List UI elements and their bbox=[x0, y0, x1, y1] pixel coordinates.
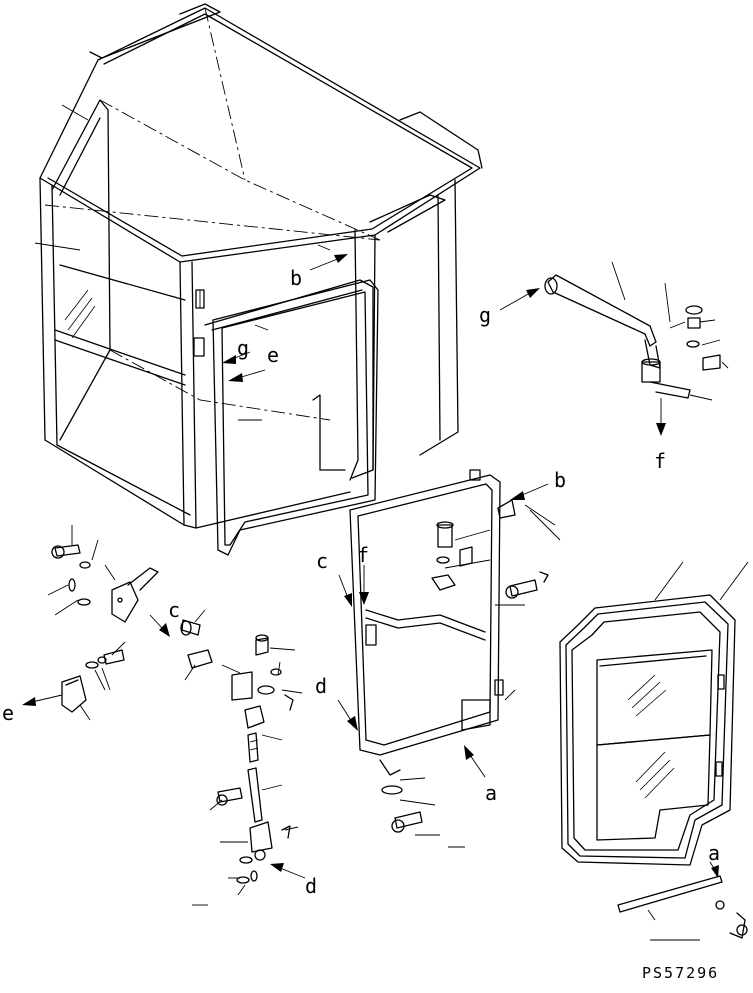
latch-hardware bbox=[47, 525, 303, 906]
direction-arrows bbox=[22, 254, 719, 879]
callout-d-door: d bbox=[315, 674, 327, 698]
callout-b-cab: b bbox=[290, 266, 302, 290]
callout-g-handle: g bbox=[479, 303, 491, 327]
hinge-rod bbox=[617, 875, 748, 941]
callout-g-cab: g bbox=[237, 336, 249, 360]
callout-d-hinge: d bbox=[305, 874, 317, 898]
side-window-panel bbox=[559, 561, 749, 866]
callout-c-door: c bbox=[316, 549, 328, 573]
handle-assembly bbox=[544, 261, 729, 401]
callout-b-door: b bbox=[554, 468, 566, 492]
drawing-code: PS57296 bbox=[642, 964, 719, 982]
callout-e-cab: e bbox=[267, 343, 279, 367]
callout-f-handle: f bbox=[654, 449, 666, 473]
callout-a-door: a bbox=[485, 781, 497, 805]
door-frame bbox=[349, 469, 561, 848]
callout-f-door: f bbox=[357, 543, 369, 567]
cab-assembly bbox=[34, 3, 483, 556]
callout-c-latch: c bbox=[168, 598, 180, 622]
callout-a-window: a bbox=[708, 841, 720, 865]
callout-e-latch: e bbox=[2, 701, 14, 725]
